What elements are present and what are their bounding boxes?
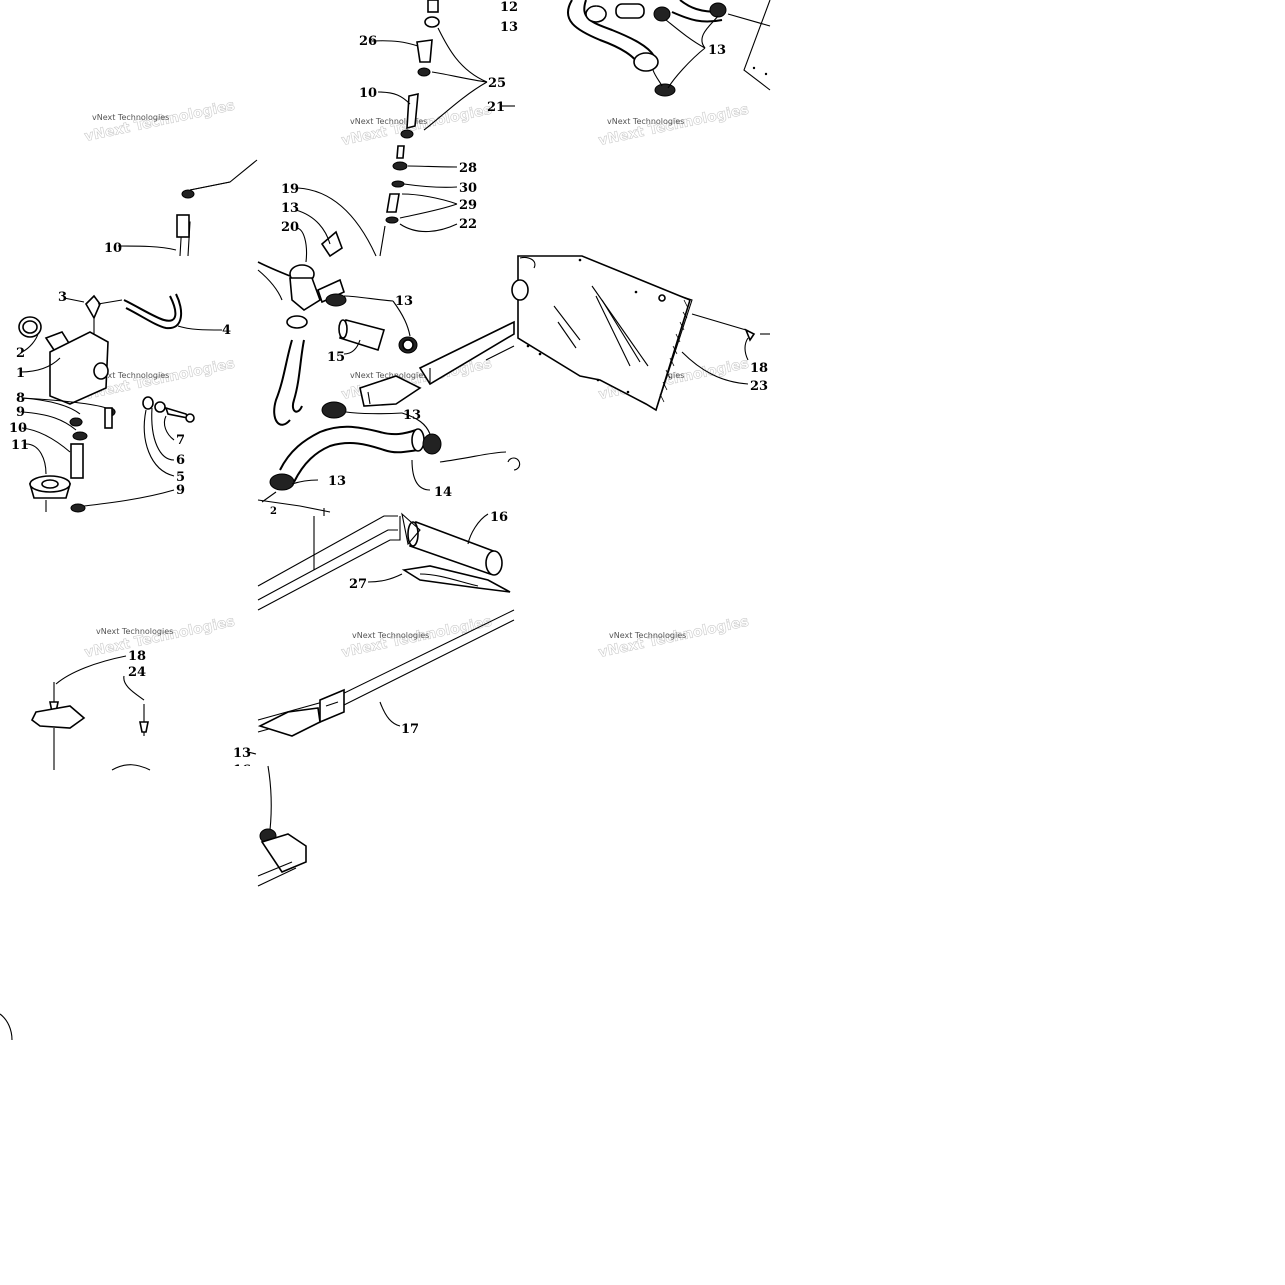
callout-10: 10: [359, 86, 377, 101]
callout-14: 14: [434, 485, 452, 500]
callout-5: 5: [176, 470, 185, 485]
callout-15: 15: [327, 350, 345, 365]
callout-6: 6: [176, 453, 185, 468]
frame-rails: [257, 508, 515, 737]
callout-25: 25: [488, 76, 506, 91]
watermark: vNext Technologies: [92, 113, 169, 122]
callout-18: 18: [750, 361, 768, 376]
watermark: vNext Technologies: [607, 117, 684, 126]
svg-text:2: 2: [270, 506, 277, 517]
callout-23: 23: [750, 379, 768, 394]
callout-13: 13: [328, 474, 346, 489]
callout-12: 12: [500, 0, 518, 15]
callout-26: 26: [359, 34, 377, 49]
callout-13: 13: [395, 294, 413, 309]
callout-10: 10: [104, 241, 122, 256]
callout-19: 19: [281, 182, 299, 197]
callout-labels: 12 13 13 26 25 10 21 28 30 29 22 19 13 2…: [9, 0, 768, 778]
coolant-reservoir: [18, 159, 258, 513]
callout-11: 11: [11, 438, 29, 453]
watermark: vNext Technologies: [96, 627, 173, 636]
callout-13: 13: [708, 43, 726, 58]
watermark: vNext Technologies: [350, 117, 427, 126]
callout-29: 29: [459, 198, 477, 213]
callout-13: 13: [403, 408, 421, 423]
pump-hose-assembly: 2: [257, 187, 521, 517]
callout-28: 28: [459, 161, 477, 176]
callout-17: 17: [401, 722, 419, 737]
callout-18: 18: [128, 649, 146, 664]
vertical-hose-chain: [371, 0, 515, 257]
callout-21: 21: [487, 100, 505, 115]
callout-30: 30: [459, 181, 477, 196]
callout-27: 27: [349, 577, 367, 592]
callout-13: 13: [500, 20, 518, 35]
watermark-shadow: vNext Technologies: [83, 614, 236, 661]
callout-4: 4: [222, 323, 231, 338]
callout-2: 2: [16, 346, 25, 361]
mounting-studs: [30, 655, 151, 771]
watermark: vNext Technologies: [92, 371, 169, 380]
radiator-panel: [511, 255, 770, 412]
callout-9: 9: [176, 483, 185, 498]
callout-3: 3: [58, 290, 67, 305]
callout-10: 10: [9, 421, 27, 436]
lower-clamp: [0, 751, 307, 1041]
callout-9: 9: [16, 405, 25, 420]
callout-8: 8: [16, 391, 25, 406]
callout-13: 13: [233, 746, 251, 761]
watermark: vNext Technologies: [609, 631, 686, 640]
watermark: vNext Technologies: [352, 631, 429, 640]
watermark: vNext Technologies: [350, 371, 427, 380]
upper-curved-hose: [566, 0, 771, 97]
callout-7: 7: [176, 433, 185, 448]
callout-22: 22: [459, 217, 477, 232]
callout-1: 1: [16, 366, 25, 381]
callout-24: 24: [128, 665, 146, 680]
callout-20: 20: [281, 220, 299, 235]
callout-16: 16: [490, 510, 508, 525]
callout-13: 13: [281, 201, 299, 216]
